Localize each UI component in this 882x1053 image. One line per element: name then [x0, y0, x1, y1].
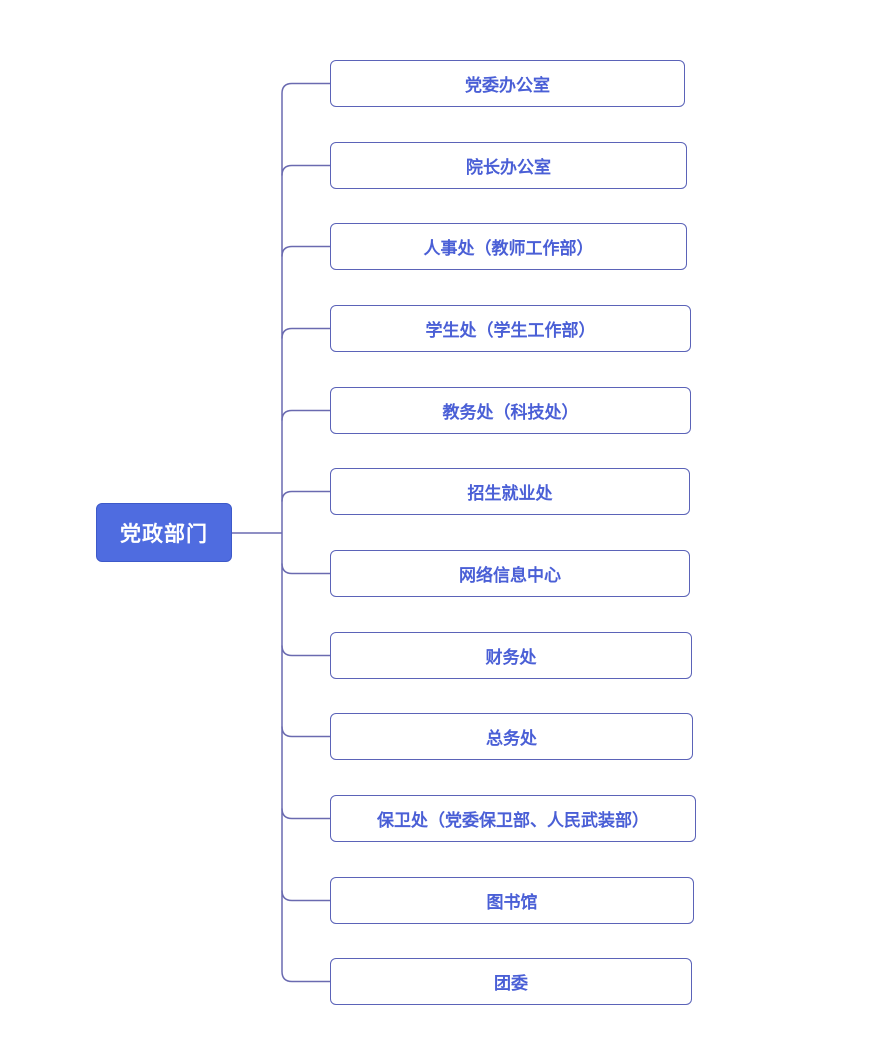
child-node-general-affairs-office[interactable]: 总务处	[330, 713, 693, 760]
branch-line-9	[281, 808, 330, 820]
branch-line-0	[281, 82, 330, 94]
child-node-personnel-office[interactable]: 人事处（教师工作部）	[330, 223, 687, 270]
child-node-finance-office[interactable]: 财务处	[330, 632, 692, 679]
child-node-security-office[interactable]: 保卫处（党委保卫部、人民武装部）	[330, 795, 696, 842]
branch-line-10	[281, 890, 330, 902]
branch-line-5	[281, 490, 330, 502]
branch-line-3	[281, 327, 330, 339]
branch-line-6	[281, 563, 330, 575]
root-node[interactable]: 党政部门	[96, 503, 232, 562]
child-node-student-office[interactable]: 学生处（学生工作部）	[330, 305, 691, 352]
child-node-youth-league[interactable]: 团委	[330, 958, 692, 1005]
child-node-party-committee-office[interactable]: 党委办公室	[330, 60, 685, 107]
branch-line-1	[281, 164, 330, 176]
child-node-academic-affairs-office[interactable]: 教务处（科技处）	[330, 387, 691, 434]
branch-line-8	[281, 726, 330, 738]
child-node-network-info-center[interactable]: 网络信息中心	[330, 550, 690, 597]
child-node-library[interactable]: 图书馆	[330, 877, 694, 924]
child-node-admissions-employment-office[interactable]: 招生就业处	[330, 468, 690, 515]
branch-line-2	[281, 245, 330, 257]
branch-line-11	[281, 971, 330, 983]
branch-line-7	[281, 645, 330, 657]
branch-line-4	[281, 409, 330, 421]
child-node-president-office[interactable]: 院长办公室	[330, 142, 687, 189]
